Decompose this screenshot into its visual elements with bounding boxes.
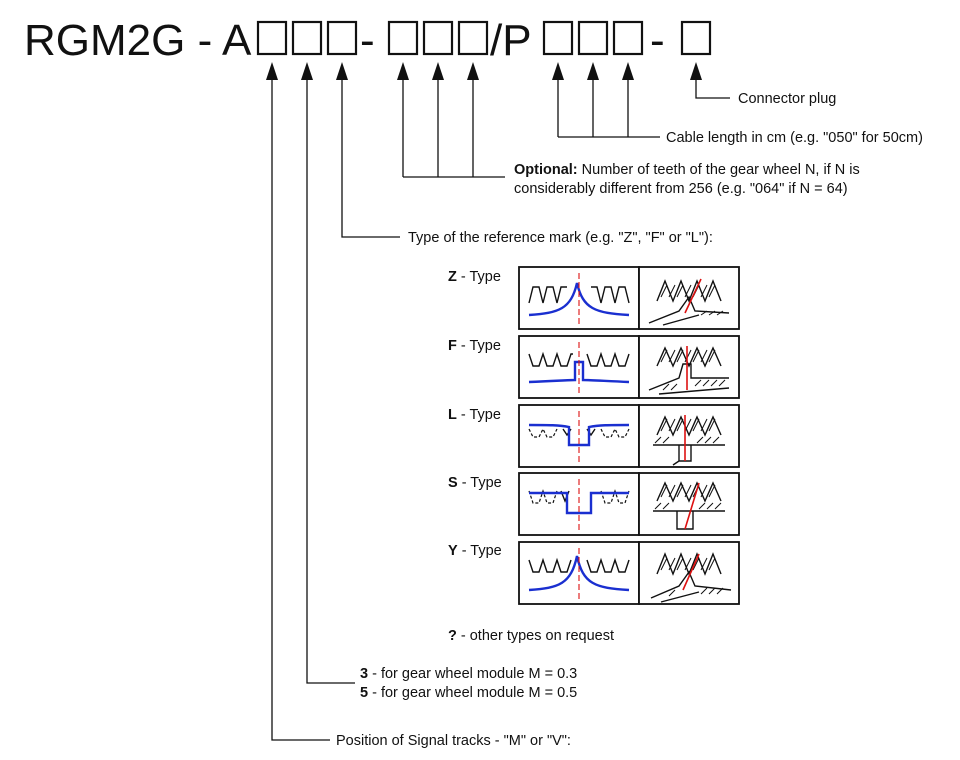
arrow-cable-3 (622, 62, 634, 80)
box-teeth-1 (387, 20, 419, 56)
module-5-label: 5 - for gear wheel module M = 0.5 (360, 685, 577, 701)
z-type-panel (518, 266, 740, 330)
placeholder-boxes (256, 20, 712, 56)
type-label-l: L - Type (448, 407, 501, 423)
teeth-label-line1: Optional: Number of teeth of the gear wh… (514, 162, 860, 178)
module-3-label: 3 - for gear wheel module M = 0.3 (360, 666, 577, 682)
arrow-connector (690, 62, 702, 80)
s-teeth (528, 489, 630, 504)
z-teeth (528, 286, 630, 304)
s-type-panel (518, 472, 740, 536)
type-illustrations (518, 266, 740, 605)
f-type-panel (518, 335, 740, 399)
teeth-text-1: Number of teeth of the gear wheel N, if … (578, 162, 860, 178)
s-signal (528, 491, 629, 515)
box-position (256, 20, 288, 56)
code-sep-2: /P (490, 16, 532, 65)
leader-lines (266, 62, 730, 741)
box-cable-3 (612, 20, 644, 56)
teeth-label-line2: considerably different from 256 (e.g. "0… (514, 181, 848, 197)
f-teeth (528, 351, 630, 367)
optional-label: Optional: (514, 162, 578, 178)
type-label-f: F - Type (448, 338, 501, 354)
y-teeth (528, 557, 630, 573)
code-sep-1: - (360, 16, 375, 65)
l-type-panel (518, 404, 740, 468)
box-cable-2 (577, 20, 609, 56)
z-signal (528, 282, 630, 317)
box-cable-1 (542, 20, 574, 56)
box-refmark (326, 20, 358, 56)
arrow-teeth-1 (397, 62, 409, 80)
position-label: Position of Signal tracks - "M" or "V": (336, 733, 571, 749)
box-teeth-3 (457, 20, 489, 56)
arrow-teeth-3 (467, 62, 479, 80)
arrow-refmark (336, 62, 348, 80)
y-type-panel (518, 541, 740, 605)
box-connector (680, 20, 712, 56)
type-label-s: S - Type (448, 475, 502, 491)
box-teeth-2 (422, 20, 454, 56)
arrow-module (301, 62, 313, 80)
code-sep-3: - (650, 16, 665, 65)
type-label-y: Y - Type (448, 543, 502, 559)
code-prefix: RGM2G - A - (24, 16, 276, 65)
arrow-teeth-2 (432, 62, 444, 80)
connector-label: Connector plug (738, 91, 836, 107)
l-signal (528, 423, 630, 447)
refmark-label: Type of the reference mark (e.g. "Z", "F… (408, 230, 713, 246)
other-types-note: ? - other types on request (448, 628, 614, 644)
y-signal (528, 555, 630, 592)
arrow-position (266, 62, 278, 80)
box-module (291, 20, 323, 56)
arrow-cable-1 (552, 62, 564, 80)
arrow-cable-2 (587, 62, 599, 80)
cable-label: Cable length in cm (e.g. "050" for 50cm) (666, 130, 923, 146)
type-label-z: Z - Type (448, 269, 501, 285)
